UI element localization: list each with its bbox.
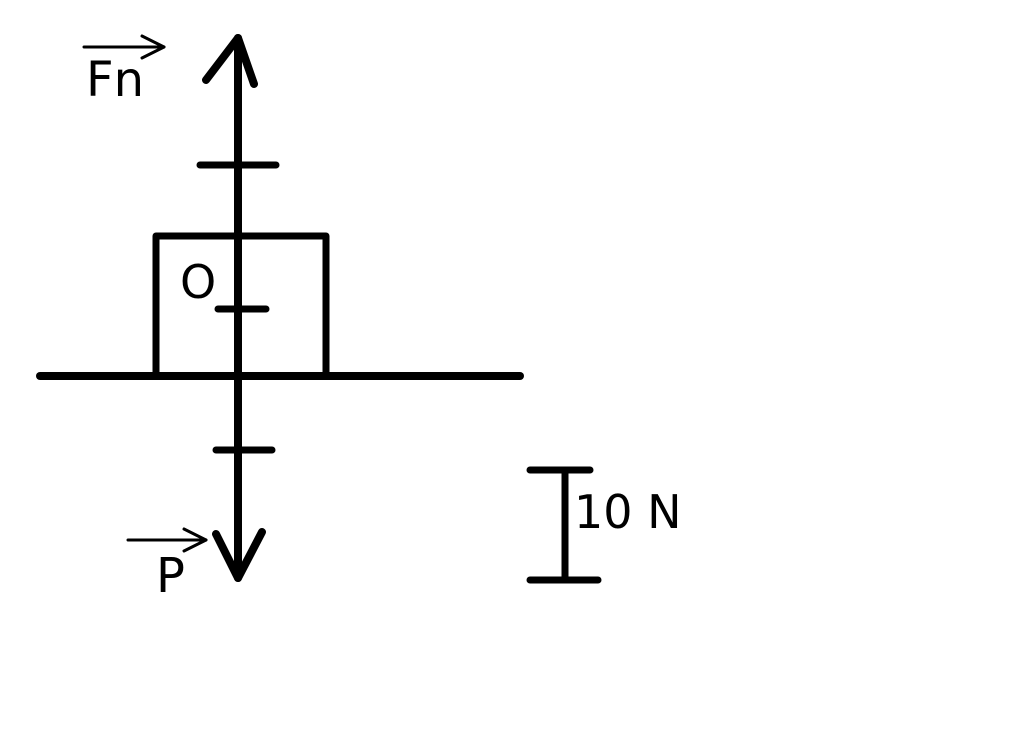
weight-arrowhead (212, 528, 266, 582)
weight-label: P (126, 527, 208, 604)
scale-bar-label: 10 N (574, 485, 682, 539)
scale-bar: 10 N (526, 466, 682, 584)
weight-label-text: P (156, 548, 185, 604)
point-o-label: O (180, 255, 216, 309)
normal-force-arrowhead (202, 34, 258, 88)
normal-force-label-text: Fn (86, 52, 144, 108)
normal-force-label: Fn (82, 34, 166, 108)
weight-vector-arrow-icon (182, 527, 208, 553)
normal-force-vector-arrow-icon (140, 34, 166, 60)
